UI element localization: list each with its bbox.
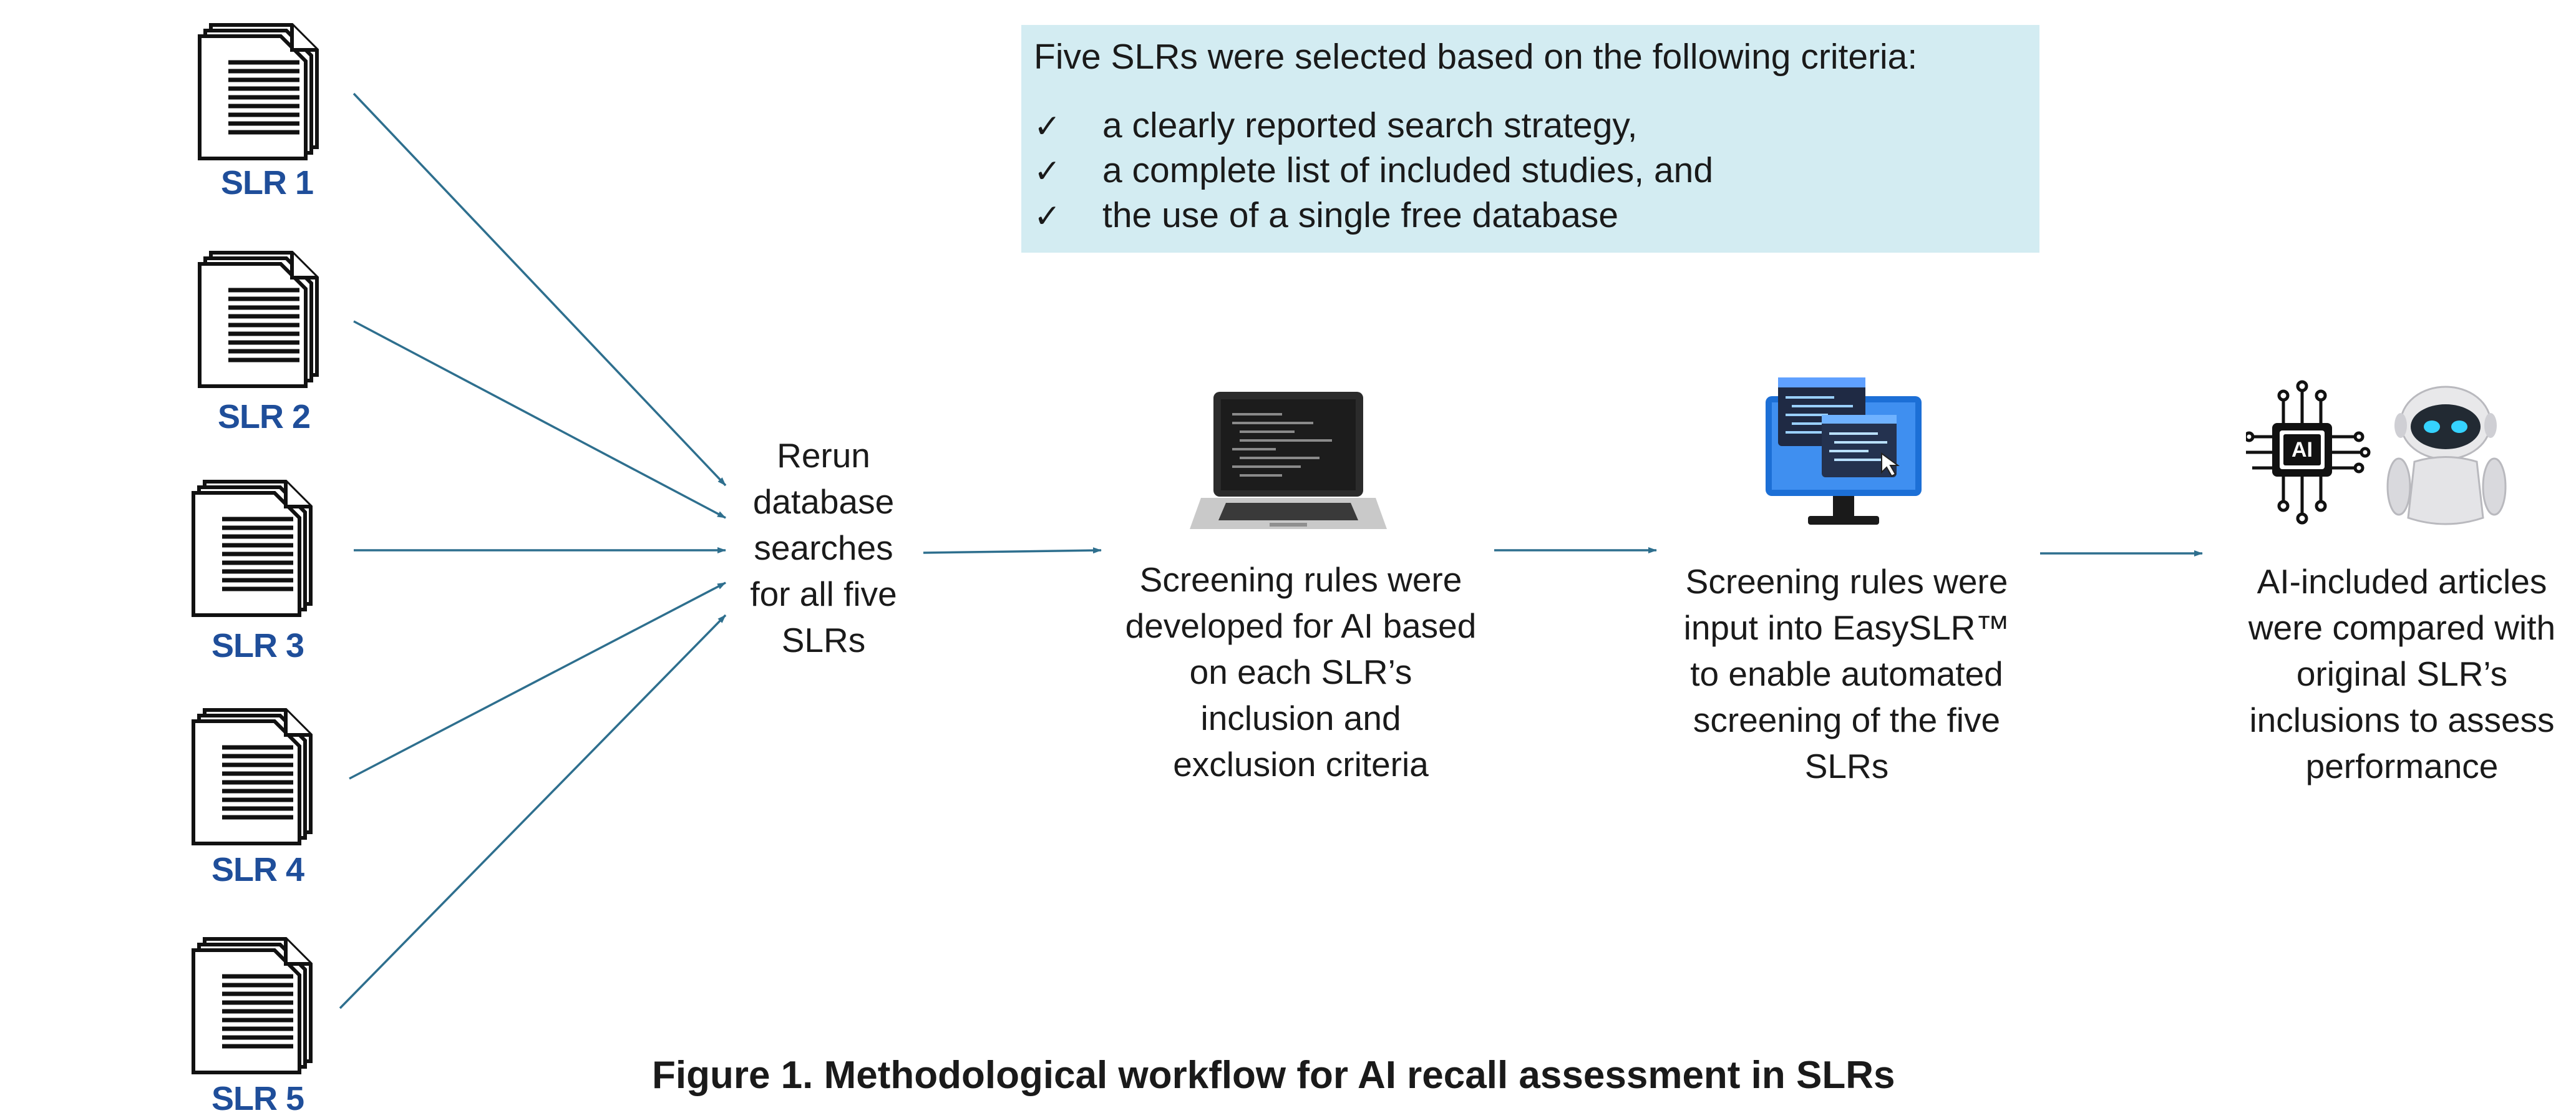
figure-caption: Figure 1. Methodological workflow for AI… [652,1054,1895,1097]
step-text-line: exclusion criteria [1173,745,1429,784]
step-text-line: SLRs [781,621,866,659]
step-text-line: input into EasySLR™ [1683,608,2010,647]
step-text-line: SLRs [1804,747,1889,785]
arrow-slr1-to-rerun [352,92,727,487]
step-rerun-searches: Rerun database searches for all five SLR… [717,432,930,663]
monitor-code-icon [1766,377,1922,525]
step-text-line: Screening rules were [1139,560,1462,599]
document-icon [192,480,313,617]
step-text-line: original SLR’s [2296,654,2508,693]
checkmark-icon: ✓ [1034,153,1061,190]
criteria-item-text: the use of a single free database [1102,195,1619,235]
laptop-icon [1190,392,1387,529]
criteria-item: ✓ a complete list of included studies, an… [1034,150,1713,191]
criteria-item: ✓ a clearly reported search strategy, [1034,105,1638,146]
slr-4-label: SLR 4 [211,851,304,888]
arrow-rerun-to-rules [923,547,1102,554]
ai-chip-text: AI [2292,438,2313,462]
step-text-line: Screening rules were [1685,562,2008,601]
slr-3-label: SLR 3 [211,627,304,664]
step-text-line: performance [2305,747,2499,785]
step-text-line: were compared with [2248,608,2556,647]
step-text-line: screening of the five [1693,701,2001,739]
step-text-line: database [752,482,895,521]
ai-robot-icon: AI [2246,380,2507,525]
selection-criteria-box: Five SLRs were selected based on the fol… [1021,25,2039,253]
document-icon [192,937,313,1074]
document-icon [192,708,313,845]
step-text-line: developed for AI based [1125,606,1477,645]
step-text-line: inclusion and [1200,699,1401,737]
step-text-line: inclusions to assess [2249,701,2555,739]
slr-1-label: SLR 1 [220,164,314,202]
checkmark-icon: ✓ [1034,108,1061,145]
criteria-item-text: a complete list of included studies, and [1102,150,1714,190]
arrow-slr5-to-rerun [339,614,727,1009]
slr-2-label: SLR 2 [217,398,311,435]
step-develop-rules: Screening rules were developed for AI ba… [1089,557,1513,787]
criteria-item: ✓ the use of a single free database [1034,195,1618,236]
step-text-line: AI-included articles [2257,562,2547,601]
document-icon [198,251,319,388]
step-input-easyslr: Screening rules were input into EasySLR™… [1647,558,2046,789]
step-compare-performance: AI-included articles were compared with … [2221,558,2576,789]
step-text-line: to enable automated [1690,654,2003,693]
criteria-item-text: a clearly reported search strategy, [1102,105,1638,145]
arrow-slr4-to-rerun [349,581,726,780]
step-text-line: for all five [750,575,897,613]
step-text-line: on each SLR’s [1189,653,1412,691]
criteria-title: Five SLRs were selected based on the fol… [1034,37,1918,77]
document-icon [198,23,319,160]
step-text-line: searches [754,528,893,567]
checkmark-icon: ✓ [1034,198,1061,235]
arrow-slr2-to-rerun [353,320,726,519]
step-text-line: Rerun [777,436,870,475]
slr-5-label: SLR 5 [211,1080,304,1117]
